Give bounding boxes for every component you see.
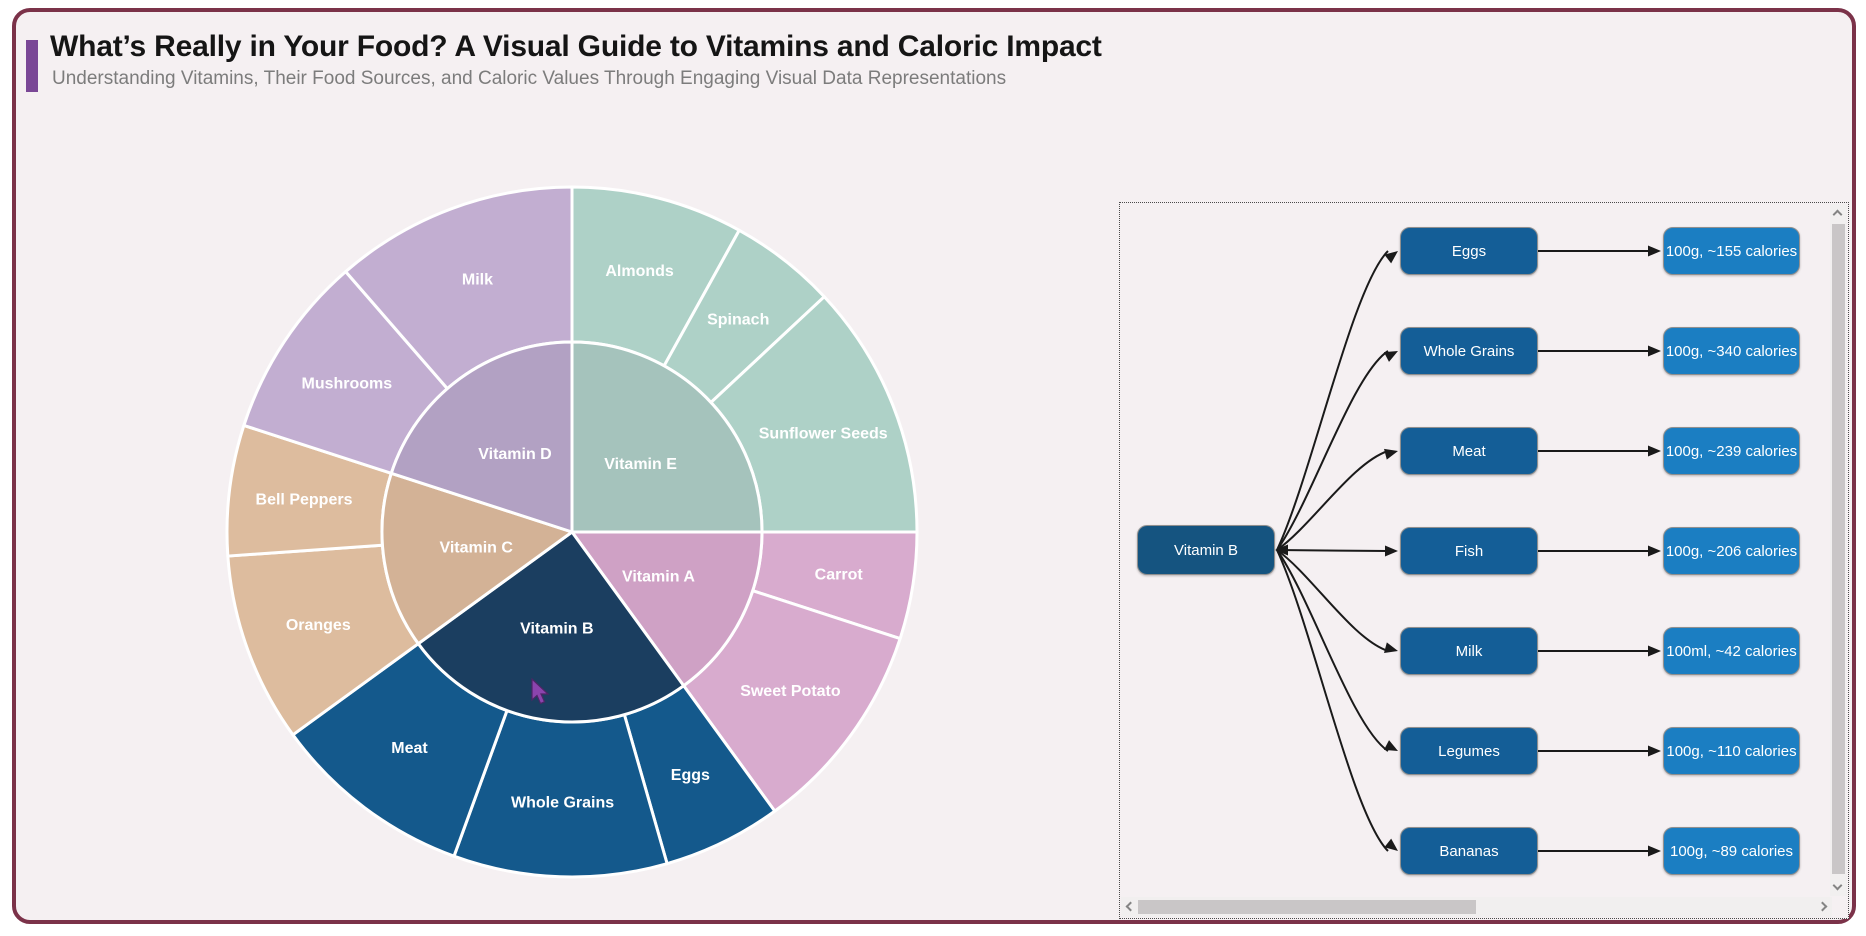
flow-node-legumes[interactable]: Legumes	[1400, 727, 1538, 775]
sunburst-label-vitamin-d: Vitamin D	[478, 446, 552, 463]
sunburst-label-vitamin-c: Vitamin C	[439, 540, 513, 557]
flow-node-vitamin-b[interactable]: Vitamin B	[1137, 525, 1275, 575]
sunburst-label-vitamin-b: Vitamin B	[520, 620, 594, 637]
flow-edge-vitamin-b-fish	[1276, 549, 1389, 552]
flow-node-meat-calories[interactable]: 100g, ~239 calories	[1663, 427, 1800, 475]
arrowhead-icon	[1384, 448, 1398, 460]
sunburst-label-vitamin-e: Vitamin E	[604, 456, 677, 473]
sunburst-segment-vitamin-e[interactable]	[570, 340, 764, 534]
horizontal-scrollbar-thumb[interactable]	[1138, 900, 1476, 914]
dashboard-card: What’s Really in Your Food? A Visual Gui…	[12, 8, 1856, 924]
page-title: What’s Really in Your Food? A Visual Gui…	[50, 30, 1102, 63]
flow-node-bananas[interactable]: Bananas	[1400, 827, 1538, 875]
scroll-left-icon[interactable]	[1125, 901, 1136, 912]
horizontal-scrollbar[interactable]	[1121, 897, 1832, 917]
arrowhead-icon	[1648, 645, 1661, 657]
sunburst-label-almonds: Almonds	[605, 263, 674, 280]
mouse-cursor	[531, 678, 550, 705]
arrowhead-icon	[1648, 245, 1661, 257]
flow-node-meat[interactable]: Meat	[1400, 427, 1538, 475]
sunburst-label-oranges: Oranges	[286, 617, 351, 634]
sunburst-segment-vitamin-c[interactable]	[380, 471, 574, 646]
arrowhead-icon	[1275, 544, 1288, 556]
sunburst-label-eggs: Eggs	[671, 767, 710, 784]
sunburst-label-bell-peppers: Bell Peppers	[256, 492, 353, 509]
sunburst-label-milk: Milk	[462, 272, 493, 289]
flow-node-fish[interactable]: Fish	[1400, 527, 1538, 575]
sunburst-label-meat: Meat	[391, 740, 428, 757]
arrowhead-icon	[1648, 745, 1661, 757]
flow-node-whole-grains[interactable]: Whole Grains	[1400, 327, 1538, 375]
flow-node-whole-grains-calories[interactable]: 100g, ~340 calories	[1663, 327, 1800, 375]
arrowhead-icon	[1383, 351, 1398, 362]
flow-node-milk[interactable]: Milk	[1400, 627, 1538, 675]
flow-node-eggs[interactable]: Eggs	[1400, 227, 1538, 275]
vertical-scrollbar-thumb[interactable]	[1832, 224, 1845, 874]
sunburst-label-whole-grains: Whole Grains	[511, 794, 614, 811]
flow-edge-vitamin-b-milk	[1276, 549, 1389, 652]
flow-node-bananas-calories[interactable]: 100g, ~89 calories	[1663, 827, 1800, 875]
sunburst-label-sweet-potato: Sweet Potato	[740, 683, 841, 700]
flow-node-eggs-calories[interactable]: 100g, ~155 calories	[1663, 227, 1800, 275]
flow-edge-vitamin-b-legumes	[1276, 549, 1389, 752]
arrowhead-icon	[1648, 845, 1661, 857]
scroll-up-icon[interactable]	[1832, 209, 1843, 220]
arrowhead-icon	[1648, 345, 1661, 357]
flow-arrows	[1275, 245, 1661, 857]
scroll-right-icon[interactable]	[1817, 901, 1828, 912]
flow-node-milk-calories[interactable]: 100ml, ~42 calories	[1663, 627, 1800, 675]
arrowhead-icon	[1384, 545, 1398, 557]
flow-node-fish-calories[interactable]: 100g, ~206 calories	[1663, 527, 1800, 575]
sunburst-label-carrot: Carrot	[815, 567, 864, 584]
vertical-scrollbar[interactable]	[1830, 204, 1847, 896]
sunburst-label-mushrooms: Mushrooms	[302, 375, 393, 392]
arrowhead-icon	[1648, 445, 1661, 457]
sunburst-segment-vitamin-a[interactable]	[570, 530, 764, 688]
sunburst-segment-vitamin-d[interactable]	[389, 340, 574, 534]
page-subtitle: Understanding Vitamins, Their Food Sourc…	[52, 68, 1007, 89]
sunburst-label-vitamin-a: Vitamin A	[622, 569, 695, 586]
sunburst-label-spinach: Spinach	[707, 312, 769, 329]
arrowhead-icon	[1648, 545, 1661, 557]
arrowhead-icon	[1384, 251, 1398, 264]
title-accent-bar	[26, 40, 38, 92]
flow-node-legumes-calories[interactable]: 100g, ~110 calories	[1663, 727, 1800, 775]
flow-edge-vitamin-b-eggs	[1276, 250, 1389, 551]
flow-edge-vitamin-b-whole-grains	[1276, 350, 1389, 551]
scroll-down-icon[interactable]	[1832, 880, 1843, 891]
flow-edge-vitamin-b-meat	[1276, 450, 1389, 551]
sunburst-label-sunflower-seeds: Sunflower Seeds	[759, 426, 888, 443]
arrowhead-icon	[1384, 838, 1398, 851]
sunburst-segment-vitamin-b[interactable]	[416, 530, 686, 724]
arrowhead-icon	[1383, 740, 1398, 751]
arrowhead-icon	[1384, 642, 1398, 654]
flow-edge-vitamin-b-bananas	[1276, 549, 1389, 852]
